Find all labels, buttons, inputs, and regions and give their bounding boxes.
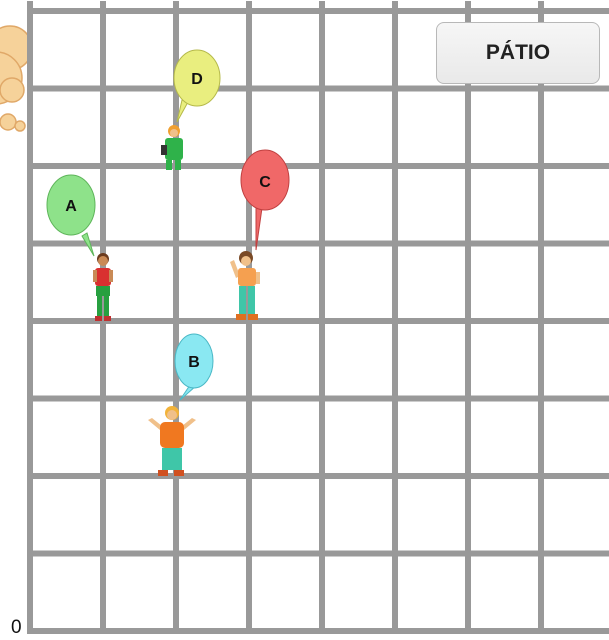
bubble-label-b: B xyxy=(188,354,200,371)
speech-bubble-d: D xyxy=(174,50,220,122)
child-waving-icon xyxy=(230,251,260,320)
speech-bubble-b: B xyxy=(175,334,213,400)
character-d[interactable]: D xyxy=(161,50,220,170)
child-orange-shirt-icon xyxy=(148,406,196,476)
character-b[interactable]: B xyxy=(148,334,213,476)
bubble-label-a: A xyxy=(65,198,77,215)
grid-lines xyxy=(27,1,609,631)
character-c[interactable]: C xyxy=(230,150,289,320)
bubble-label-c: C xyxy=(259,174,271,191)
origin-label: 0 xyxy=(11,617,22,639)
patio-button[interactable]: PÁTIO xyxy=(436,22,600,84)
bubble-label-d: D xyxy=(191,71,203,88)
